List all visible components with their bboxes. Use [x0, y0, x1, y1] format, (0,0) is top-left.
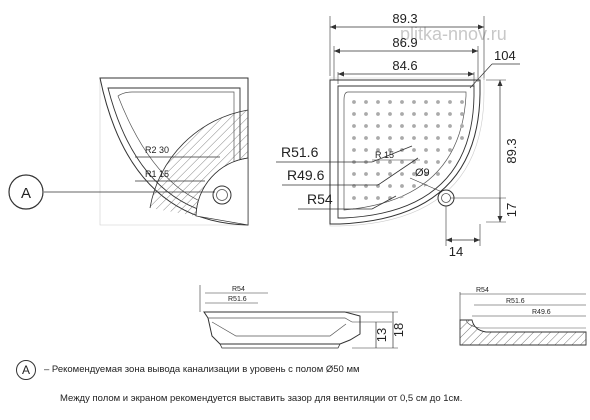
drain-diameter: Ø9 — [415, 167, 430, 179]
callout-a: A — [8, 174, 44, 210]
height-18: 18 — [391, 323, 406, 337]
ventilation-gap-note: Между полом и экраном рекомендуется выст… — [60, 393, 463, 404]
height-13: 13 — [374, 328, 389, 342]
watermark: plitka-nnov.ru — [400, 24, 507, 44]
left-radius-inner-label: R1 15 — [145, 169, 169, 179]
section-radius-51-6: R51.6 — [228, 296, 247, 303]
section-radius-54: R54 — [232, 286, 245, 293]
dim-depth-89-3: 89.3 — [504, 138, 519, 163]
right-section-radius-49-6: R49.6 — [532, 309, 551, 316]
legend-callout-a: A — [16, 360, 36, 380]
left-radius-outer-label: R2 30 — [145, 145, 169, 155]
radius-49-6: R49.6 — [287, 167, 325, 183]
legend-callout-a-letter: A — [21, 363, 30, 377]
center-section-view: R54 R51.6 13 18 — [199, 285, 406, 349]
legend-drain-zone-text: – Рекомендуемая зона вывода канализации … — [44, 364, 360, 375]
callout-a-letter: A — [21, 185, 31, 202]
dim-17: 17 — [504, 203, 519, 217]
radius-15: R 15 — [375, 150, 394, 160]
right-section-radius-54: R54 — [476, 287, 489, 294]
right-section-view: R54 R51.6 R49.6 — [459, 287, 587, 346]
dim-width-84-6: 84.6 — [392, 58, 417, 73]
radius-54: R54 — [307, 191, 333, 207]
dim-14: 14 — [449, 244, 463, 259]
dim-width-89-3: 89.3 — [392, 11, 417, 26]
dim-width-86-9: 86.9 — [392, 35, 417, 50]
radius-51-6: R51.6 — [281, 144, 319, 160]
right-plan-view: 89.3 86.9 84.6 104 89.3 17 14 — [276, 11, 520, 259]
left-plan-view: R2 30 R1 15 — [44, 77, 249, 226]
right-section-radius-51-6: R51.6 — [506, 298, 525, 305]
dim-corner-104: 104 — [494, 48, 516, 63]
